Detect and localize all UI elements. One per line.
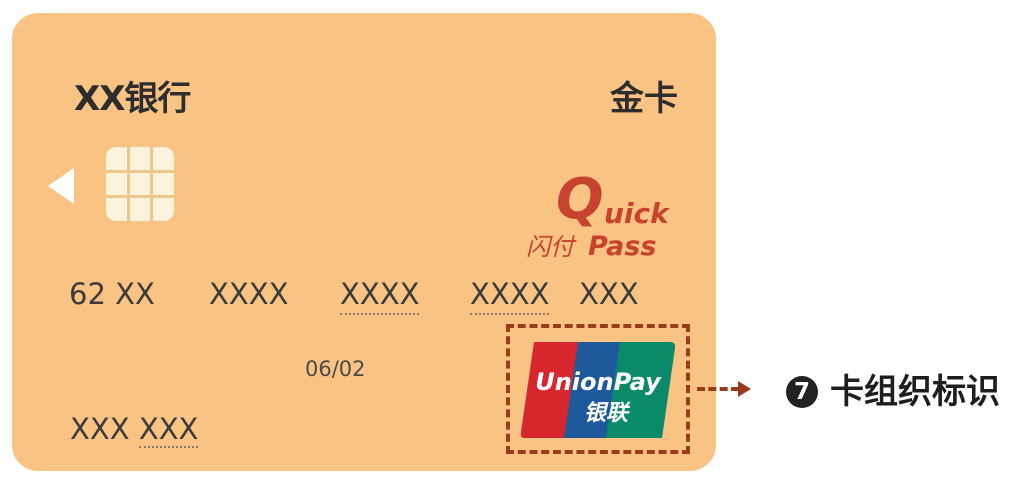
chip-icon: [106, 147, 174, 221]
card-number-group: 62 XX: [69, 277, 155, 311]
expiry-date: 06/02: [305, 357, 366, 381]
quickpass-uick: uick: [604, 197, 669, 230]
callout-text: 卡组织标识: [830, 372, 1000, 412]
quickpass-q: Q: [556, 167, 604, 232]
card-number-group: XXX: [579, 277, 639, 311]
contactless-arrow-icon: [48, 168, 74, 204]
card-number-group: XXXX: [340, 277, 420, 315]
bank-name: XX银行: [74, 79, 191, 119]
unionpay-cn: 银联: [584, 401, 631, 426]
unionpay-logo: UnionPay 银联: [520, 342, 676, 438]
cardholder-last: XXX: [138, 412, 199, 448]
highlight-box: [506, 324, 690, 454]
quickpass-chinese: 闪付: [526, 233, 574, 261]
cardholder-name: XXX XXX: [70, 412, 199, 448]
card-number: 62 XX XXXX XXXX XXXX XXX: [69, 277, 639, 481]
callout-number: 7: [786, 376, 818, 408]
unionpay-en: UnionPay: [535, 368, 662, 396]
connector-line: [697, 387, 739, 391]
card-level: 金卡: [610, 79, 678, 119]
arrow-icon: [738, 381, 751, 397]
quickpass-logo: Q uick 闪付 Pass: [516, 172, 669, 266]
bank-card: XX银行 金卡: [12, 13, 716, 471]
card-number-group: XXXX: [470, 277, 550, 315]
card-number-group: XXXX: [209, 277, 289, 311]
callout-label: 7 卡组织标识: [786, 364, 1000, 413]
quickpass-pass: Pass: [588, 231, 657, 262]
cardholder-first: XXX: [70, 412, 130, 446]
